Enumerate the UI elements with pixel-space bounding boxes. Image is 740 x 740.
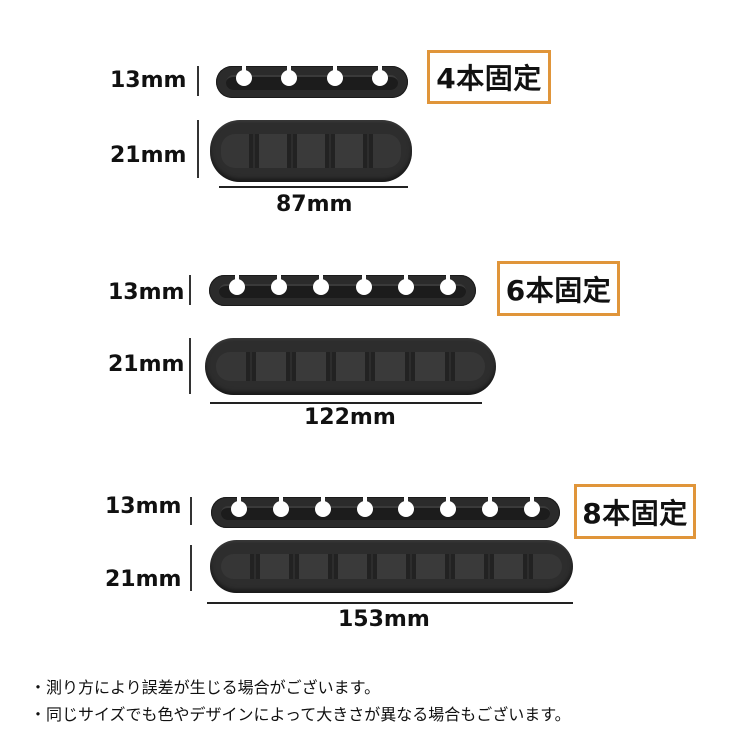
cable-cell — [291, 352, 330, 381]
cable-clip-thick-view — [210, 120, 412, 182]
cable-cell — [371, 352, 410, 381]
dimension-line-vertical — [190, 497, 192, 525]
cable-cell — [331, 352, 370, 381]
cable-slot-icon — [372, 64, 388, 86]
dimension-line-vertical — [189, 338, 191, 394]
cable-cell — [255, 134, 291, 168]
cable-cell — [251, 352, 290, 381]
disclaimer-note-size-variation: ・同じサイズでも色やデザインによって大きさが異なる場合もございます。 — [30, 705, 571, 724]
dimension-line-vertical — [197, 120, 199, 178]
cable-cell — [369, 134, 401, 168]
cable-clip-slim-view — [216, 64, 408, 98]
width-label: 87mm — [276, 192, 353, 217]
cable-slot-icon — [229, 273, 245, 295]
cable-cell — [256, 554, 293, 579]
cable-slot-icon — [440, 495, 457, 517]
cable-slot-icon — [356, 495, 373, 517]
dimension-line-vertical — [189, 275, 191, 305]
cable-slot-icon — [398, 495, 415, 517]
holder-count-badge: 6本固定 — [497, 261, 620, 316]
cable-slot-icon — [524, 495, 540, 517]
cable-slot-icon — [482, 495, 499, 517]
height-label-slim: 13mm — [108, 280, 185, 305]
cable-clip-thick-view — [210, 540, 573, 593]
cable-cell — [451, 554, 488, 579]
height-label-thick: 21mm — [105, 567, 182, 592]
dimension-line-horizontal — [219, 186, 408, 188]
cable-clip-slim-view — [211, 495, 560, 528]
cable-cell — [221, 134, 253, 168]
cable-cell — [451, 352, 486, 381]
cable-cell — [221, 554, 254, 579]
dimension-line-vertical — [197, 66, 199, 96]
cable-slot-icon — [231, 495, 247, 517]
width-label: 153mm — [338, 607, 430, 632]
holder-count-badge: 4本固定 — [427, 50, 551, 104]
cable-slot-icon — [236, 64, 252, 86]
dimension-line-horizontal — [210, 402, 482, 404]
disclaimer-note-measurement: ・測り方により誤差が生じる場合がございます。 — [30, 678, 381, 697]
width-label: 122mm — [304, 405, 396, 430]
cable-cell — [331, 134, 367, 168]
cable-slot-icon — [313, 273, 330, 295]
cable-cell — [216, 352, 250, 381]
cable-cell — [529, 554, 562, 579]
height-label-slim: 13mm — [110, 68, 187, 93]
cable-cell — [373, 554, 410, 579]
cable-slot-icon — [271, 273, 288, 295]
cable-clip-slim-view — [209, 273, 476, 306]
cable-slot-icon — [355, 273, 372, 295]
holder-count-badge: 8本固定 — [574, 484, 696, 539]
cable-cell — [295, 554, 332, 579]
cable-slot-icon — [281, 64, 298, 86]
cable-cell — [412, 554, 449, 579]
dimension-line-horizontal — [207, 602, 573, 604]
height-label-slim: 13mm — [105, 494, 182, 519]
cable-cell — [411, 352, 450, 381]
height-label-thick: 21mm — [110, 143, 187, 168]
cable-cell — [334, 554, 371, 579]
cable-cell — [293, 134, 329, 168]
dimension-line-vertical — [190, 545, 192, 591]
cable-clip-thick-view — [205, 338, 496, 395]
cable-slot-icon — [397, 273, 414, 295]
cable-slot-icon — [272, 495, 289, 517]
cable-slot-icon — [314, 495, 331, 517]
cable-cell — [490, 554, 527, 579]
cable-slot-icon — [326, 64, 343, 86]
height-label-thick: 21mm — [108, 352, 185, 377]
cable-slot-icon — [440, 273, 456, 295]
